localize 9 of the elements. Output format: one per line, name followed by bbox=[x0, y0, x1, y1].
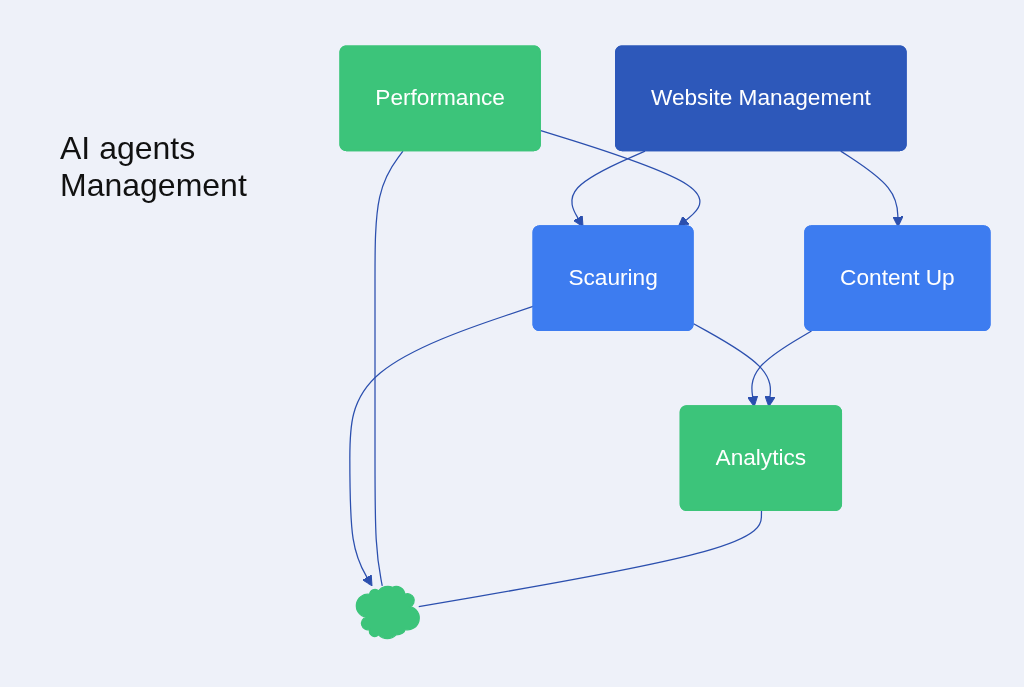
connector bbox=[374, 150, 404, 587]
arrow bbox=[747, 330, 813, 408]
arrow bbox=[693, 323, 776, 408]
arrow bbox=[840, 150, 904, 228]
connector bbox=[418, 510, 763, 608]
arrow bbox=[571, 150, 646, 228]
node-cloud bbox=[355, 585, 420, 640]
diagram-title: AI agents Management bbox=[60, 130, 248, 204]
arrow bbox=[540, 130, 701, 228]
